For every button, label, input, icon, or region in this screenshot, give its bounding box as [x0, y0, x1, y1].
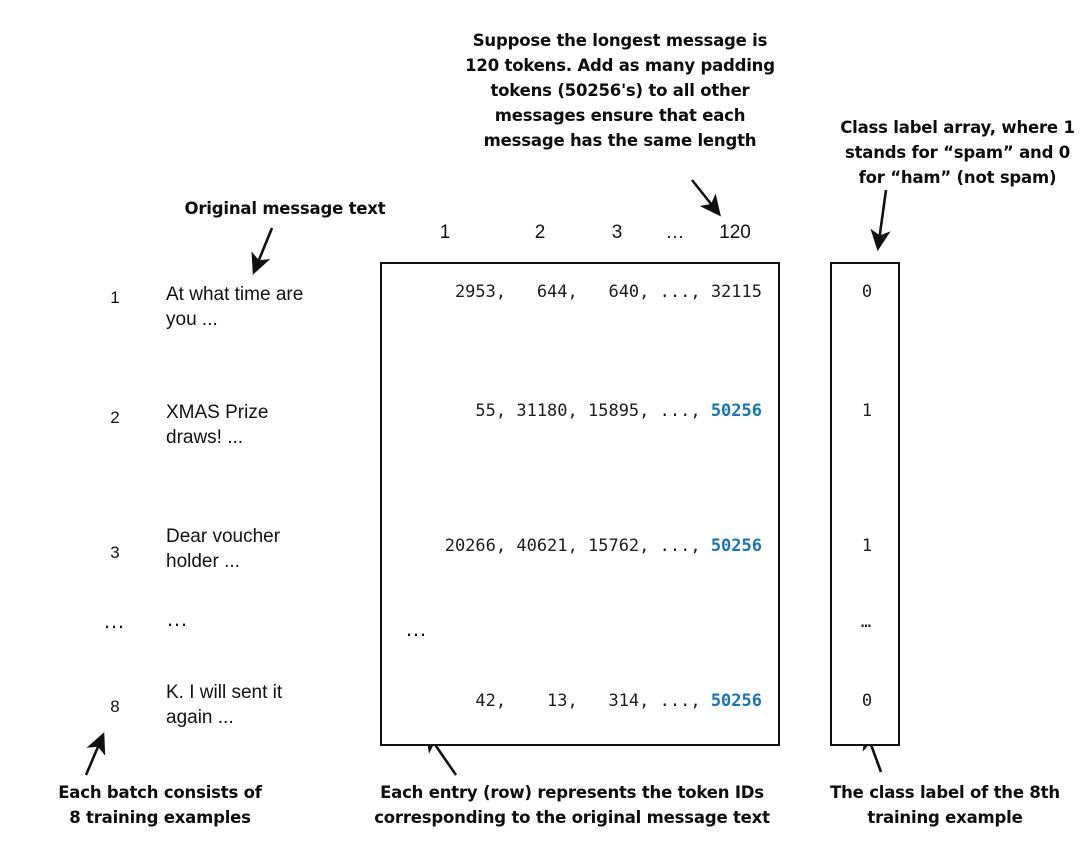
message-text-8: K. I will sent it again ...: [166, 682, 283, 728]
row-index-8: 8: [110, 697, 120, 716]
row-index-1: 1: [110, 288, 120, 307]
class-label-3: 1: [861, 536, 873, 556]
message-text-3: Dear voucher holder ...: [166, 526, 281, 572]
arrow-class-label-to-label-box: [870, 189, 891, 252]
token-row-3-padding-token: 50256: [710, 536, 762, 556]
annotation-batch-note: Each batch consists of 8 training exampl…: [58, 783, 262, 827]
message-text-2: XMAS Prize draws! ...: [166, 402, 269, 448]
token-row-2-padding-token: 50256: [710, 401, 762, 421]
annotation-original-message-text: Original message text: [184, 199, 386, 218]
class-label-1: 0: [861, 282, 873, 302]
token-matrix-column-headers: 1 2 3 … 120: [380, 222, 780, 252]
column-header-2: 2: [534, 222, 546, 243]
class-label-array: 0 1 1 … 0: [830, 262, 900, 746]
class-label-2: 1: [861, 401, 873, 421]
class-label-8: 0: [861, 691, 873, 711]
message-text-1: At what time are you ...: [166, 284, 304, 330]
column-header-3: 3: [611, 222, 623, 243]
token-row-8: 42, 13, 314, ..., 50256: [382, 691, 762, 711]
token-row-3: 20266, 40621, 15762, ..., 50256: [382, 536, 762, 556]
column-header-1: 1: [439, 222, 451, 243]
annotation-padding-note: Suppose the longest message is 120 token…: [465, 31, 775, 150]
column-header-120: 120: [719, 222, 751, 243]
class-label-ellipsis: …: [860, 612, 874, 632]
message-text-ellipsis: …: [166, 606, 190, 631]
token-row-8-values: 42, 13, 314, ...,: [454, 691, 711, 711]
annotation-entry-note: Each entry (row) represents the token ID…: [374, 783, 770, 827]
token-row-1-tail: 32115: [710, 282, 762, 302]
annotation-class-label-note: Class label array, where 1 stands for “s…: [840, 118, 1075, 187]
arrow-batch-to-row-index: [84, 732, 106, 776]
token-id-matrix: 2953, 644, 640, ..., 32115 55, 31180, 15…: [380, 262, 780, 746]
row-index-2: 2: [110, 408, 120, 427]
arrow-original-text-to-message: [251, 227, 274, 275]
token-row-2-values: 55, 31180, 15895, ...,: [454, 401, 711, 421]
token-row-8-padding-token: 50256: [710, 691, 762, 711]
token-row-ellipsis: …: [405, 616, 429, 641]
column-header-ellipsis: …: [665, 222, 685, 243]
token-row-1-values: 2953, 644, 640, ...,: [454, 282, 711, 302]
token-row-2: 55, 31180, 15895, ..., 50256: [382, 401, 762, 421]
token-row-1: 2953, 644, 640, ..., 32115: [382, 282, 762, 302]
arrow-padding-to-column-120: [690, 179, 721, 217]
row-index-ellipsis: …: [103, 608, 127, 633]
token-row-3-values: 20266, 40621, 15762, ...,: [444, 536, 711, 556]
annotation-class-label-8th-note: The class label of the 8th training exam…: [830, 783, 1060, 827]
row-index-3: 3: [110, 543, 120, 562]
